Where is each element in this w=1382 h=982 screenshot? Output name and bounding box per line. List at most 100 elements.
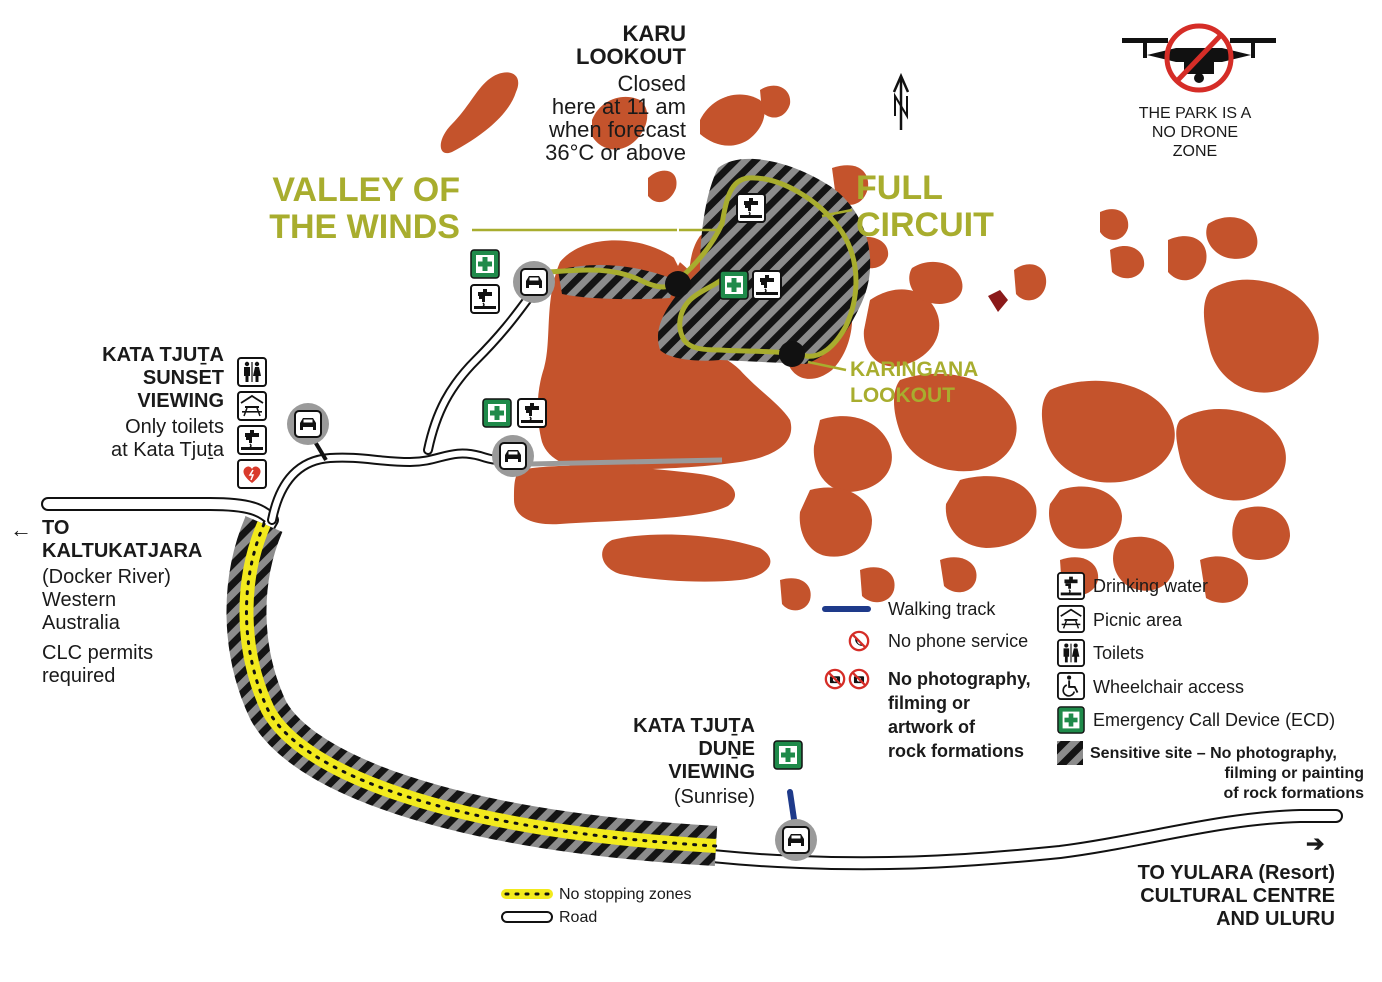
legend-wheelchair: Wheelchair access xyxy=(1093,677,1245,697)
no-stopping-dots xyxy=(244,522,718,848)
sunset-viewing-note: Only toilets at Kata Tjuṯa xyxy=(111,416,224,462)
label-line: VIEWING xyxy=(137,390,224,412)
car-icon[interactable] xyxy=(491,434,535,478)
east-arrow-icon: ➔ xyxy=(1306,831,1325,856)
tap-icon xyxy=(736,193,766,223)
kaltukatjara-note: (Docker River) Western Australia xyxy=(42,566,171,635)
label-line: – No photography, xyxy=(1192,745,1337,762)
rock-dome xyxy=(1014,264,1047,301)
label-line: KARU xyxy=(622,21,686,46)
rock-dome xyxy=(1203,279,1319,393)
label-line: TO xyxy=(42,517,70,539)
rock-dome xyxy=(1100,209,1129,240)
label-line: NO DRONE xyxy=(1151,124,1239,141)
label-line: rock formations xyxy=(888,741,1025,761)
label-line: TO YULARA (Resort) xyxy=(1137,862,1335,884)
label-line: KALTUKATJARA xyxy=(42,540,203,562)
tap-icon xyxy=(470,284,500,314)
label-line: Only toilets xyxy=(125,416,224,438)
label-line: Sensitive site xyxy=(1090,745,1193,762)
label-line: LOOKOUT xyxy=(850,384,955,407)
no-drone-label: THE PARK IS A NO DRONE ZONE xyxy=(1120,104,1270,161)
rock-dome xyxy=(514,465,736,525)
rock-dome xyxy=(909,261,963,304)
sensitive-site-swatch xyxy=(1057,741,1083,765)
rock-dome xyxy=(1176,408,1286,501)
legend-toilets: Toilets xyxy=(1093,643,1145,663)
rock-dome xyxy=(700,94,765,146)
first-aid-icon xyxy=(482,398,512,428)
label-line: at Kata Tjuṯa xyxy=(110,439,224,461)
yulara-label: TO YULARA (Resort) CULTURAL CENTRE AND U… xyxy=(1138,862,1335,931)
label-line: THE PARK IS A xyxy=(1138,105,1252,122)
label-line: AND ULURU xyxy=(1216,908,1335,930)
rock-dome xyxy=(799,487,872,557)
first-aid-icon xyxy=(719,270,749,300)
rock-dome xyxy=(940,557,977,593)
first-aid-icon xyxy=(470,249,500,279)
legend-ecd: Emergency Call Device (ECD) xyxy=(1093,710,1336,730)
rock-dome xyxy=(1232,506,1290,560)
label-line: here at 11 am xyxy=(551,94,686,119)
legend-walking-track: Walking track xyxy=(888,599,996,619)
rock-dome xyxy=(945,476,1037,548)
wheelchair-icon xyxy=(1057,672,1085,700)
kaltukatjara-title: TO KALTUKATJARA xyxy=(42,517,202,563)
label-line: artwork of xyxy=(888,717,976,737)
car-icon[interactable] xyxy=(512,260,556,304)
north-arrow-icon xyxy=(892,72,910,130)
sensitive-site-area xyxy=(658,158,871,364)
tap-icon xyxy=(517,398,547,428)
west-arrow-icon: ← xyxy=(10,517,32,542)
toilets-icon xyxy=(1057,639,1085,667)
karingana-lookout-point[interactable] xyxy=(779,341,805,367)
picnic-icon xyxy=(237,391,267,421)
full-circuit-label: FULL CIRCUIT xyxy=(856,170,994,244)
no-camera-icon xyxy=(824,668,846,690)
label-line: Western xyxy=(42,589,117,611)
sensitive-site-area xyxy=(558,265,676,300)
rock-dome xyxy=(860,567,895,603)
rock-dome xyxy=(780,578,811,611)
label-line: THE WINDS xyxy=(269,208,460,246)
label-line: FULL xyxy=(856,169,943,207)
rock-dome xyxy=(592,96,648,150)
car-icon[interactable] xyxy=(286,402,330,446)
toilets-icon xyxy=(237,357,267,387)
rock-dome xyxy=(760,85,791,118)
label-line: Australia xyxy=(42,612,120,634)
label-line: KATA TJUṮA xyxy=(102,344,224,366)
karu-lookout-point[interactable] xyxy=(665,271,691,297)
label-line: KARINGANA xyxy=(850,358,979,381)
no-camera-icon xyxy=(848,668,870,690)
rock-dome xyxy=(1206,217,1258,259)
rock-dome xyxy=(602,534,771,582)
picnic-icon xyxy=(1057,605,1085,633)
karingana-lookout-label: KARINGANA LOOKOUT xyxy=(850,357,978,409)
tap-icon xyxy=(237,425,267,455)
rock-dome xyxy=(813,416,892,492)
rock-dome xyxy=(1041,380,1175,483)
car-icon[interactable] xyxy=(774,818,818,862)
no-phone-icon xyxy=(848,630,870,652)
label-line: CLC permits xyxy=(42,642,154,664)
karu-lookout-note: Closed here at 11 am when forecast 36°C … xyxy=(545,72,686,164)
label-line: SUNSET xyxy=(142,367,224,389)
rock-dome xyxy=(1200,556,1249,603)
label-line: LOOKOUT xyxy=(576,44,686,69)
label-line: KATA TJUṮA xyxy=(633,715,755,737)
small-dark-rock xyxy=(988,290,1008,312)
label-line: VIEWING xyxy=(668,761,755,783)
rock-dome xyxy=(648,170,677,203)
valley-of-the-winds-label: VALLEY OF THE WINDS xyxy=(269,172,460,246)
rock-dome xyxy=(863,289,940,367)
label-line: Closed xyxy=(617,71,686,96)
rock-dome xyxy=(1113,536,1175,591)
road-swatch xyxy=(501,911,553,923)
label-line: of rock formations xyxy=(1223,785,1364,802)
label-line: when forecast xyxy=(549,117,686,142)
dune-viewing-note: (Sunrise) xyxy=(673,786,755,808)
defibrillator-icon xyxy=(237,459,267,489)
legend-no-stopping: No stopping zones xyxy=(559,886,692,903)
